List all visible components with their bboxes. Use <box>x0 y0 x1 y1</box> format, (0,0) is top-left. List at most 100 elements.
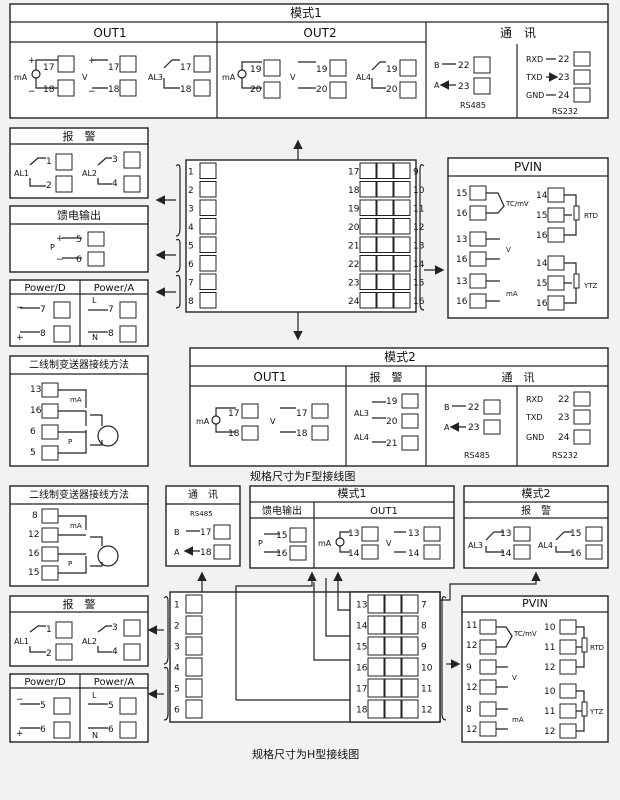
alarm-panel: 报 警 AL1 1 2 AL2 3 4 <box>9 127 149 199</box>
svg-text:12: 12 <box>544 727 555 737</box>
svg-text:6: 6 <box>108 725 114 735</box>
terminal-number: 13 <box>413 241 424 251</box>
svg-text:mA: mA <box>70 522 82 530</box>
svg-text:−: − <box>56 255 64 265</box>
out1-label: OUT1 <box>93 26 126 40</box>
terminal-number: 5 <box>174 685 180 695</box>
svg-text:PVIN: PVIN <box>514 160 542 174</box>
svg-text:8: 8 <box>40 329 46 339</box>
svg-text:11: 11 <box>466 621 477 631</box>
svg-text:19: 19 <box>250 65 262 75</box>
svg-text:Power/D: Power/D <box>24 283 66 294</box>
terminal-number: 12 <box>413 223 424 233</box>
svg-text:B: B <box>174 528 180 537</box>
svg-text:11: 11 <box>544 707 555 717</box>
svg-text:TXD: TXD <box>525 73 543 82</box>
terminal-cell <box>367 678 385 698</box>
svg-text:PVIN: PVIN <box>522 597 548 610</box>
terminal-cell <box>384 657 402 677</box>
svg-text:22: 22 <box>558 55 569 65</box>
svg-text:22: 22 <box>458 61 469 71</box>
svg-text:RS485: RS485 <box>464 451 490 460</box>
terminal-cell <box>367 615 385 635</box>
terminal-number: 14 <box>413 260 425 270</box>
terminal-number: 5 <box>188 241 194 251</box>
svg-text:AL4: AL4 <box>356 73 371 82</box>
mode1-panel-h: 模式1 馈电输出 OUT1 P 15 16 mA 13 14 V 13 14 <box>249 485 455 569</box>
svg-text:模式1: 模式1 <box>338 487 367 500</box>
svg-text:TC/mV: TC/mV <box>505 200 529 208</box>
svg-text:17: 17 <box>228 409 239 419</box>
svg-text:16: 16 <box>456 209 468 219</box>
comm-panel-h: 通 讯 RS485 B A 17 18 <box>165 485 241 567</box>
svg-text:−: − <box>88 87 96 97</box>
svg-text:19: 19 <box>316 65 328 75</box>
terminal-cell <box>401 657 419 677</box>
svg-text:二线制变送器接线方法: 二线制变送器接线方法 <box>29 488 129 501</box>
svg-text:AL1: AL1 <box>14 169 29 178</box>
terminal-number: 20 <box>348 223 360 233</box>
svg-text:RS232: RS232 <box>552 107 578 116</box>
svg-text:1: 1 <box>46 625 52 635</box>
terminal-number: 11 <box>421 685 432 695</box>
svg-text:mA: mA <box>318 539 332 548</box>
terminal-number: 10 <box>421 664 433 674</box>
terminal-cell <box>376 236 394 253</box>
svg-text:mA: mA <box>512 716 524 724</box>
mode1-title: 模式1 <box>290 6 322 20</box>
terminal-number: 1 <box>174 601 180 611</box>
svg-text:22: 22 <box>558 395 569 405</box>
svg-text:TC/mV: TC/mV <box>513 630 537 638</box>
caption-f: 规格尺寸为F型接线图 <box>250 470 356 483</box>
svg-text:13: 13 <box>30 385 41 395</box>
svg-text:6: 6 <box>30 427 36 437</box>
svg-text:5: 5 <box>40 701 46 711</box>
svg-text:−: − <box>16 303 24 313</box>
svg-text:16: 16 <box>30 406 42 416</box>
svg-text:18: 18 <box>296 429 308 439</box>
terminal-cell <box>199 273 217 290</box>
svg-text:17: 17 <box>180 63 191 73</box>
svg-text:19: 19 <box>386 65 398 75</box>
svg-text:20: 20 <box>250 85 262 95</box>
svg-text:N: N <box>92 333 98 342</box>
svg-text:A: A <box>444 423 450 432</box>
terminal-number: 8 <box>188 297 194 307</box>
pvin-panel: PVIN 15 16 TC/mV 13 16 V 13 16 mA 14 15 … <box>447 157 609 319</box>
svg-text:+: + <box>16 729 24 739</box>
svg-text:14: 14 <box>536 259 548 269</box>
terminal-cell <box>384 678 402 698</box>
terminal-cell <box>367 594 385 614</box>
terminal-cell <box>359 273 377 290</box>
svg-text:13: 13 <box>348 529 359 539</box>
two-wire-panel: 二线制变送器接线方法 13 16 6 5 mA P <box>9 355 149 467</box>
svg-text:23: 23 <box>458 82 469 92</box>
terminal-cell <box>384 594 402 614</box>
svg-text:16: 16 <box>536 231 548 241</box>
terminal-cell <box>367 657 385 677</box>
svg-text:14: 14 <box>348 549 360 559</box>
terminal-cell <box>376 255 394 272</box>
svg-text:8: 8 <box>32 511 38 521</box>
terminal-number: 18 <box>348 186 360 196</box>
transmitter-icon <box>97 425 119 447</box>
svg-text:报 警: 报 警 <box>63 597 96 611</box>
terminal-cell <box>367 636 385 656</box>
terminal-cell <box>393 218 411 235</box>
svg-text:10: 10 <box>544 623 556 633</box>
terminal-cell <box>384 636 402 656</box>
svg-text:二线制变送器接线方法: 二线制变送器接线方法 <box>29 358 129 371</box>
svg-text:RTD: RTD <box>584 212 598 220</box>
svg-text:24: 24 <box>558 433 570 443</box>
svg-text:13: 13 <box>500 529 511 539</box>
terminal-cell <box>401 699 419 719</box>
svg-text:TXD: TXD <box>525 413 543 422</box>
pvin-panel-h: PVIN 11 12 TC/mV 9 12 V 8 12 mA 10 11 12… <box>461 595 609 743</box>
terminal-cell <box>376 292 394 309</box>
svg-text:−: − <box>28 87 36 97</box>
svg-text:+: + <box>56 234 64 244</box>
terminal-cell <box>401 594 419 614</box>
svg-text:AL2: AL2 <box>82 169 97 178</box>
svg-text:23: 23 <box>468 423 479 433</box>
